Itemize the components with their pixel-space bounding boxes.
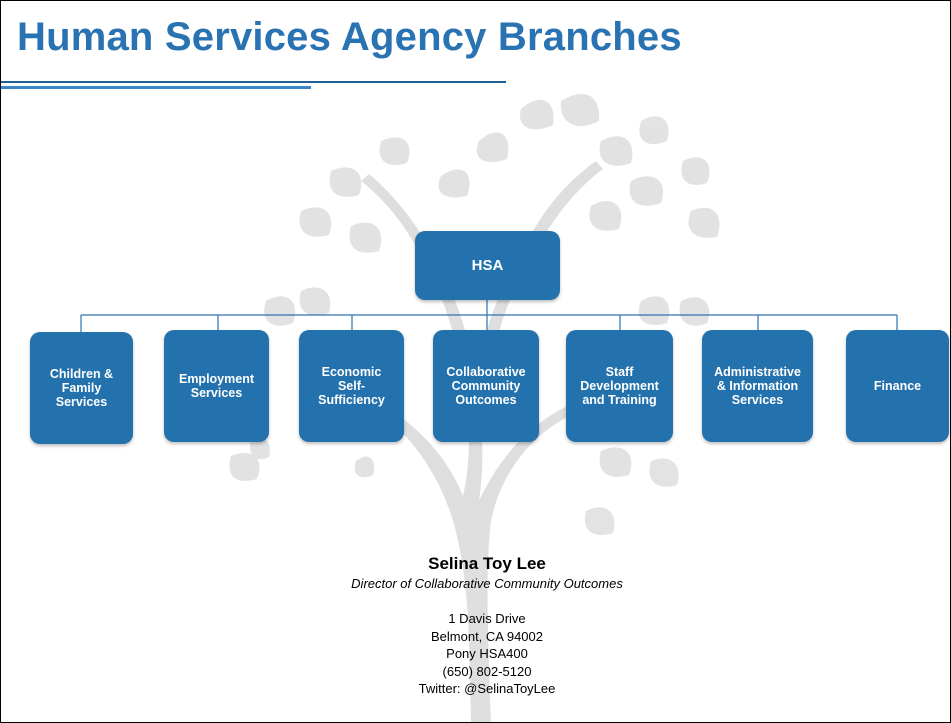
org-node-label: Economic Self- Sufficiency (318, 365, 385, 407)
org-node-label: Employment Services (178, 372, 254, 400)
phone-line: Pony HSA400 (446, 646, 528, 661)
address-line: Belmont, CA 94002 (430, 628, 544, 644)
org-node-label: Finance (873, 379, 922, 393)
org-node-label: Collaborative Community Outcomes (446, 365, 526, 407)
org-node-label: HSA (471, 256, 504, 274)
title-underline-accent (1, 86, 311, 89)
contact-block: Selina Toy Lee Director of Collaborative… (281, 554, 693, 698)
contact-name: Selina Toy Lee (428, 554, 546, 573)
org-node-label: Children & Family Services (49, 367, 114, 409)
org-node-label: Administrative & Information Services (714, 365, 801, 407)
org-node-economic-self-sufficiency: Economic Self- Sufficiency (299, 330, 404, 442)
org-node-hsa: HSA (415, 231, 560, 300)
phone-line: (650) 802-5120 (442, 663, 532, 679)
org-node-employment-services: Employment Services (164, 330, 269, 442)
org-node-finance: Finance (846, 330, 949, 442)
org-node-label: Staff Development and Training (580, 365, 659, 407)
org-node-collaborative-community-outcomes: Collaborative Community Outcomes (433, 330, 539, 442)
org-node-children-family-services: Children & Family Services (30, 332, 133, 444)
title-underline (1, 81, 506, 83)
twitter-handle: Twitter: @SelinaToyLee (418, 681, 556, 696)
org-node-administrative-information-services: Administrative & Information Services (702, 330, 813, 442)
org-node-staff-development-training: Staff Development and Training (566, 330, 673, 442)
page-title: Human Services Agency Branches (17, 15, 682, 59)
address-line: 1 Davis Drive (448, 611, 526, 626)
contact-address: 1 Davis Drive Belmont, CA 94002 Pony HSA… (281, 610, 693, 698)
contact-role: Director of Collaborative Community Outc… (351, 576, 623, 591)
